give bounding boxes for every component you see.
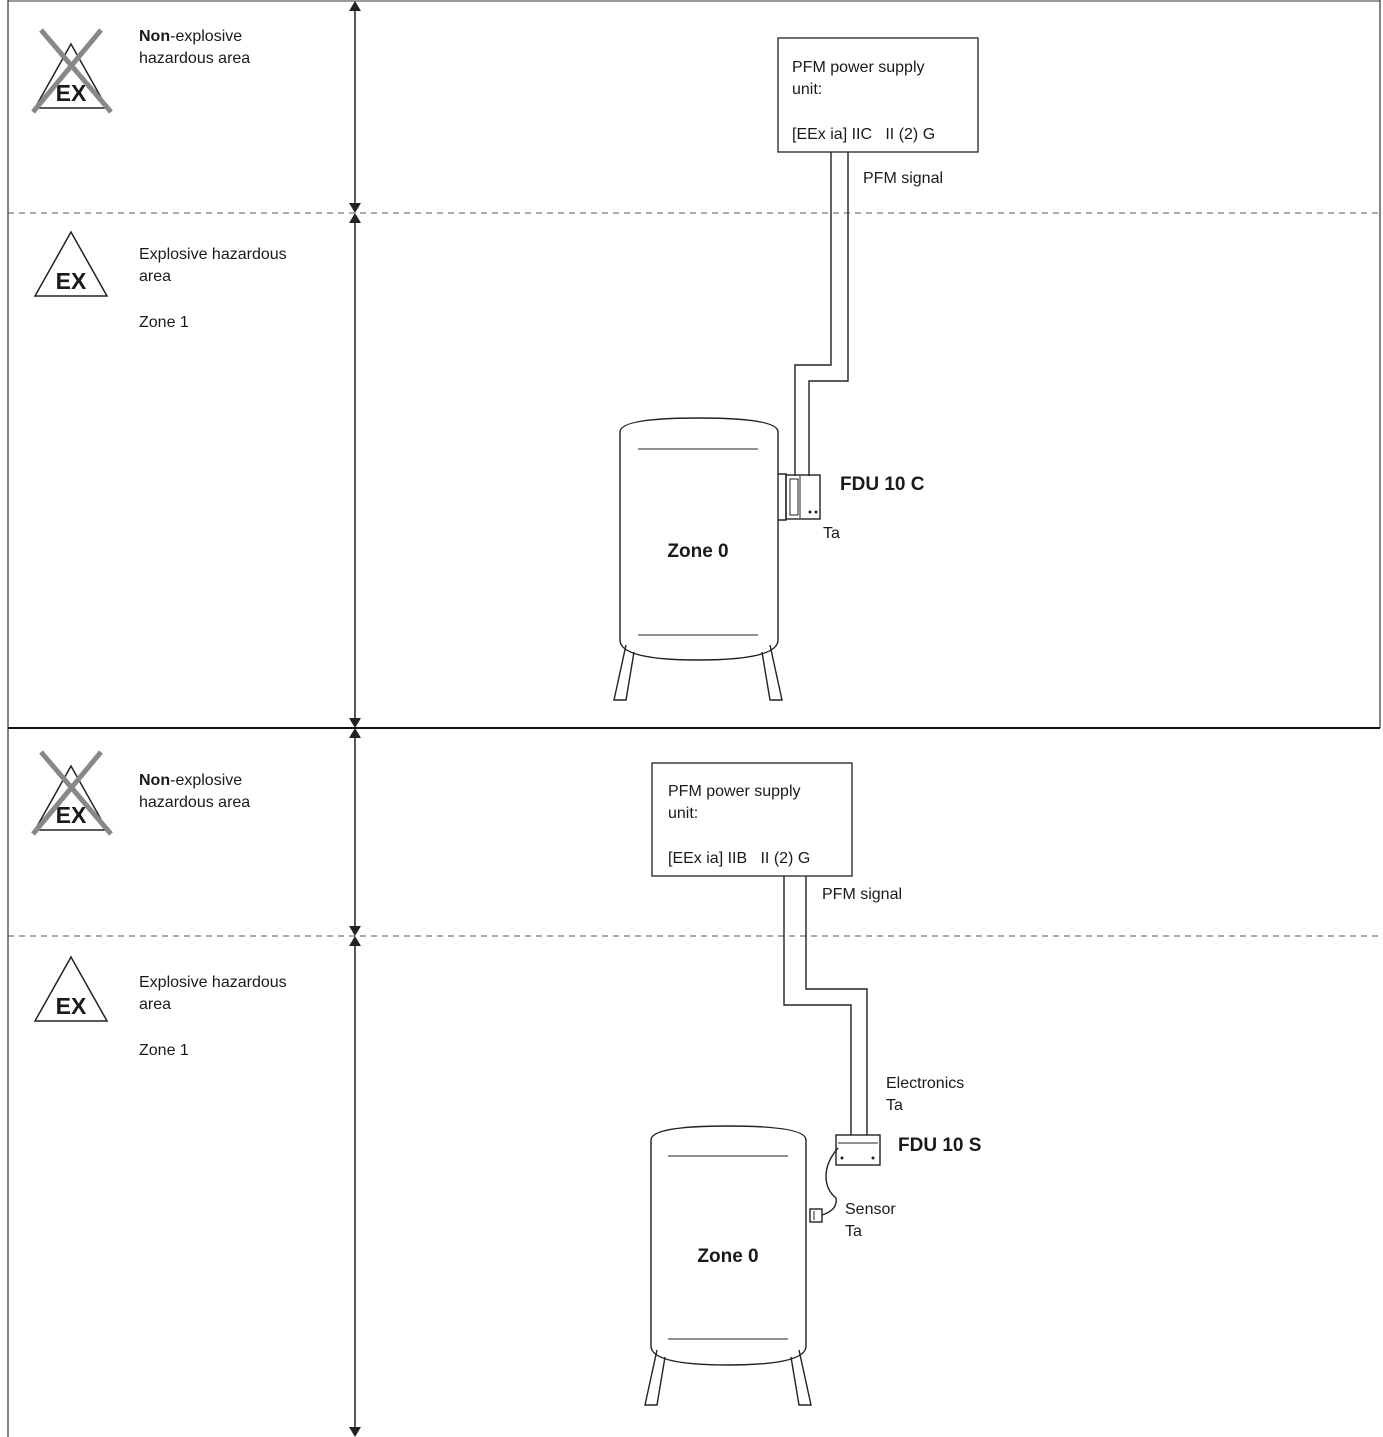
top-power-supply-box [777, 37, 979, 153]
bottom-signal-cable [783, 876, 868, 1135]
top-nonex-label-line2: hazardous area [139, 50, 250, 67]
bottom-sensor-label: Sensor [845, 1201, 896, 1218]
bottom-electronics-ta: Ta [886, 1097, 903, 1114]
top-ta-label: Ta [823, 525, 840, 542]
top-signal-label: PFM signal [863, 170, 943, 187]
bottom-signal-label: PFM signal [822, 886, 902, 903]
bottom-power-supply-title: PFM power supply [668, 783, 801, 800]
top-nonex-label-line1: Non-explosive [139, 28, 242, 45]
top-ex-symbol [34, 231, 108, 297]
top-signal-cable [794, 152, 849, 476]
bottom-tank-zone-label: Zone 0 [697, 1246, 758, 1267]
bottom-nonex-label-line1: Non-explosive [139, 772, 242, 789]
bottom-device-label: FDU 10 S [898, 1135, 981, 1156]
top-tank [613, 417, 783, 701]
top-ex-zone-label: Zone 1 [139, 314, 189, 331]
bottom-fdu10s-housing [835, 1134, 881, 1166]
top-ex-label-line1: Explosive hazardous [139, 246, 287, 263]
bottom-sensor-ta: Ta [845, 1223, 862, 1240]
top-nonex-ex-symbol-crossed [31, 28, 113, 114]
bottom-ex-symbol [34, 956, 108, 1022]
bottom-ex-zone-label: Zone 1 [139, 1042, 189, 1059]
top-device-label: FDU 10 C [840, 474, 925, 495]
top-power-supply-rating: [EEx ia] IIC II (2) G [792, 126, 935, 143]
bottom-power-supply-unit: unit: [668, 805, 698, 822]
bottom-power-supply-box [651, 762, 853, 877]
bottom-ex-label-line1: Explosive hazardous [139, 974, 287, 991]
top-fdu10c-device [778, 473, 821, 521]
top-power-supply-unit: unit: [792, 81, 822, 98]
bottom-electronics-label: Electronics [886, 1075, 964, 1092]
bottom-sensor-cable [821, 1147, 839, 1216]
top-tank-zone-label: Zone 0 [667, 541, 728, 562]
bottom-power-supply-rating: [EEx ia] IIB II (2) G [668, 850, 810, 867]
bottom-ex-label-line2: area [139, 996, 171, 1013]
bottom-nonex-label-line2: hazardous area [139, 794, 250, 811]
top-ex-label-line2: area [139, 268, 171, 285]
bottom-tank [644, 1125, 812, 1406]
bottom-nonex-ex-symbol-crossed [31, 750, 113, 836]
top-power-supply-title: PFM power supply [792, 59, 925, 76]
bottom-sensor [809, 1208, 823, 1223]
